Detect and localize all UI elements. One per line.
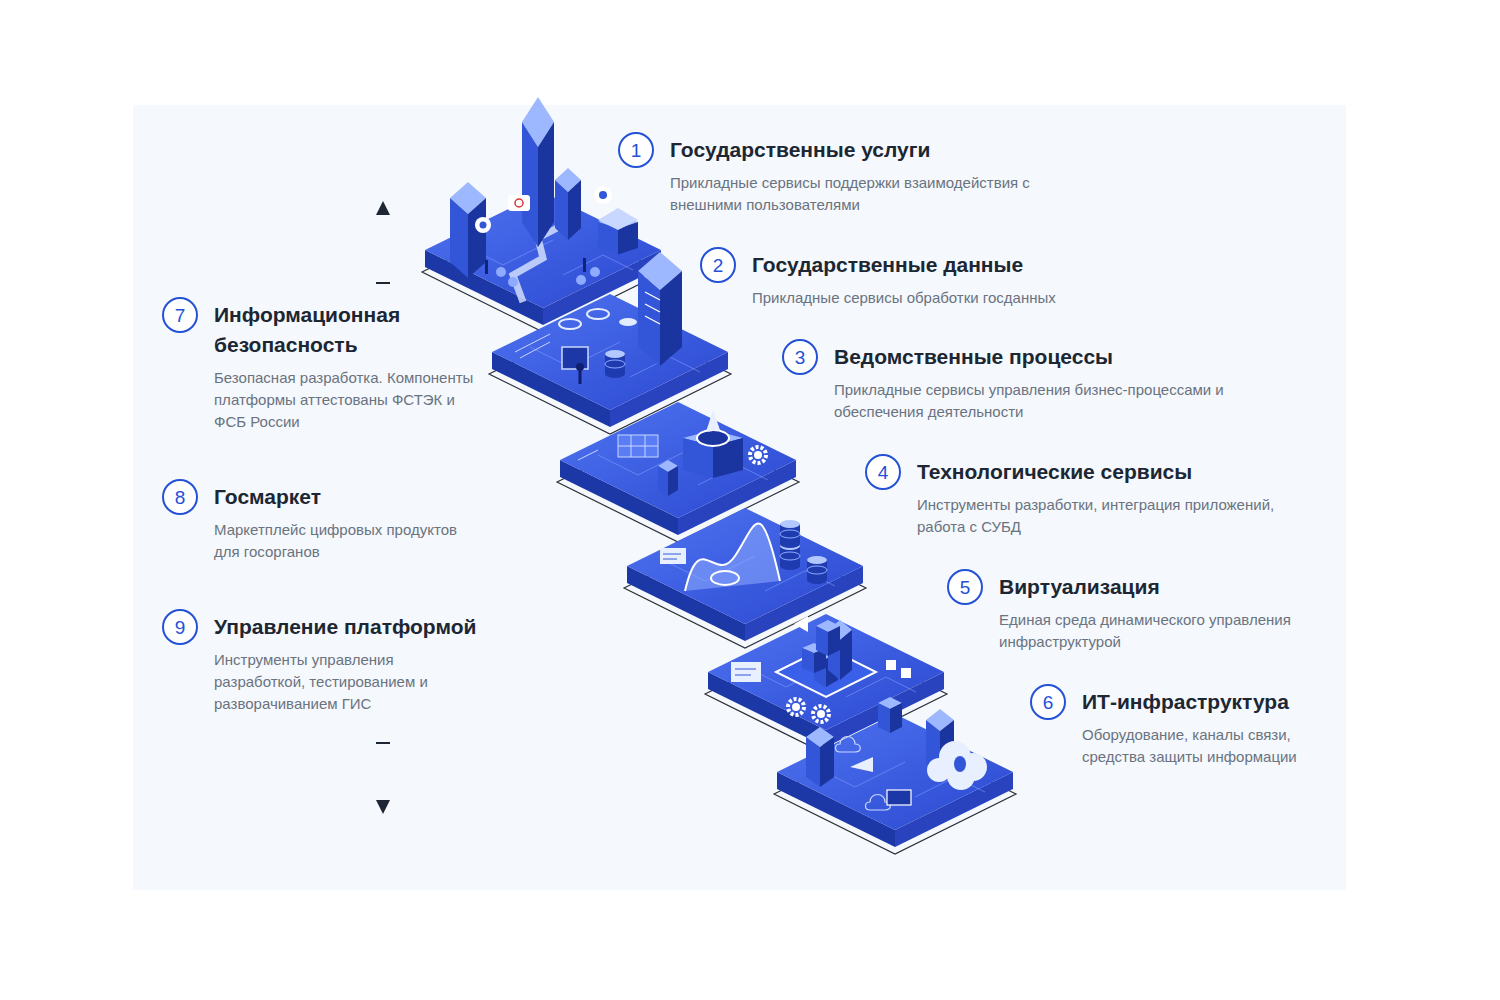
text-column: ВиртуализацияЕдиная среда динамического … — [999, 569, 1304, 653]
callout-number: 4 — [878, 463, 889, 482]
number-circle: 7 — [162, 297, 198, 333]
layer-item: 4 Технологические сервисыИнструменты разр… — [865, 454, 1297, 538]
layer-title: ИТ-инфраструктура — [1082, 687, 1322, 717]
callout-number: 2 — [713, 256, 724, 275]
scroll-marks — [376, 201, 390, 814]
text-column: ГосмаркетМаркетплейс цифровых продуктов … — [214, 479, 479, 563]
layer-description: Прикладные сервисы управления бизнес-про… — [834, 379, 1234, 423]
layer-description: Безопасная разработка. Компоненты платфо… — [214, 367, 484, 433]
layer-item: 7 Информационная безопасностьБезопасная р… — [162, 297, 484, 433]
layer-title: Ведомственные процессы — [834, 342, 1234, 372]
layer-item: 2 Государственные данныеПрикладные сервис… — [700, 247, 1082, 309]
text-column: Технологические сервисыИнструменты разра… — [917, 454, 1297, 538]
layer-item: 8 ГосмаркетМаркетплейс цифровых продуктов… — [162, 479, 479, 563]
tile-services — [422, 97, 664, 332]
layer-title: Технологические сервисы — [917, 457, 1297, 487]
number-circle: 3 — [782, 339, 818, 375]
layer-title: Госмаркет — [214, 482, 479, 512]
layer-item: 3 Ведомственные процессыПрикладные сервис… — [782, 339, 1234, 423]
layer-description: Единая среда динамического управления ин… — [999, 609, 1304, 653]
layer-item: 9 Управление платформойИнструменты управл… — [162, 609, 476, 715]
layer-item: 1 Государственные услугиПрикладные сервис… — [618, 132, 1035, 216]
text-column: Ведомственные процессыПрикладные сервисы… — [834, 339, 1234, 423]
layer-title: Виртуализация — [999, 572, 1304, 602]
text-column: Управление платформойИнструменты управле… — [214, 609, 476, 715]
callout-number: 7 — [175, 306, 186, 325]
layer-description: Маркетплейс цифровых продуктов для госор… — [214, 519, 479, 563]
number-circle: 9 — [162, 609, 198, 645]
tile-infrastructure — [774, 697, 1016, 854]
text-column: Информационная безопасностьБезопасная ра… — [214, 297, 484, 433]
layer-description: Инструменты разработки, интеграция прило… — [917, 494, 1297, 538]
callout-number: 5 — [960, 578, 971, 597]
callout-number: 6 — [1043, 693, 1054, 712]
layer-item: 6 ИТ-инфраструктураОборудование, каналы с… — [1030, 684, 1322, 768]
text-column: Государственные данныеПрикладные сервисы… — [752, 247, 1082, 309]
layer-title: Государственные услуги — [670, 135, 1035, 165]
callout-number: 3 — [795, 348, 806, 367]
number-circle: 5 — [947, 569, 983, 605]
text-column: ИТ-инфраструктураОборудование, каналы св… — [1082, 684, 1322, 768]
layer-title: Информационная безопасность — [214, 300, 444, 360]
number-circle: 1 — [618, 132, 654, 168]
panel — [133, 105, 1346, 890]
number-circle: 4 — [865, 454, 901, 490]
layer-description: Оборудование, каналы связи, средства защ… — [1082, 724, 1322, 768]
layer-description: Прикладные сервисы поддержки взаимодейст… — [670, 172, 1035, 216]
layer-description: Инструменты управления разработкой, тест… — [214, 649, 449, 715]
callout-number: 9 — [175, 618, 186, 637]
text-column: Государственные услугиПрикладные сервисы… — [670, 132, 1035, 216]
number-circle: 6 — [1030, 684, 1066, 720]
layer-title: Управление платформой — [214, 612, 476, 642]
layer-description: Прикладные сервисы обработки госданных — [752, 287, 1082, 309]
number-circle: 8 — [162, 479, 198, 515]
callout-number: 1 — [631, 141, 642, 160]
layer-item: 5 ВиртуализацияЕдиная среда динамического… — [947, 569, 1304, 653]
tile-data — [489, 252, 731, 434]
callout-number: 8 — [175, 488, 186, 507]
layer-title: Государственные данные — [752, 250, 1082, 280]
number-circle: 2 — [700, 247, 736, 283]
